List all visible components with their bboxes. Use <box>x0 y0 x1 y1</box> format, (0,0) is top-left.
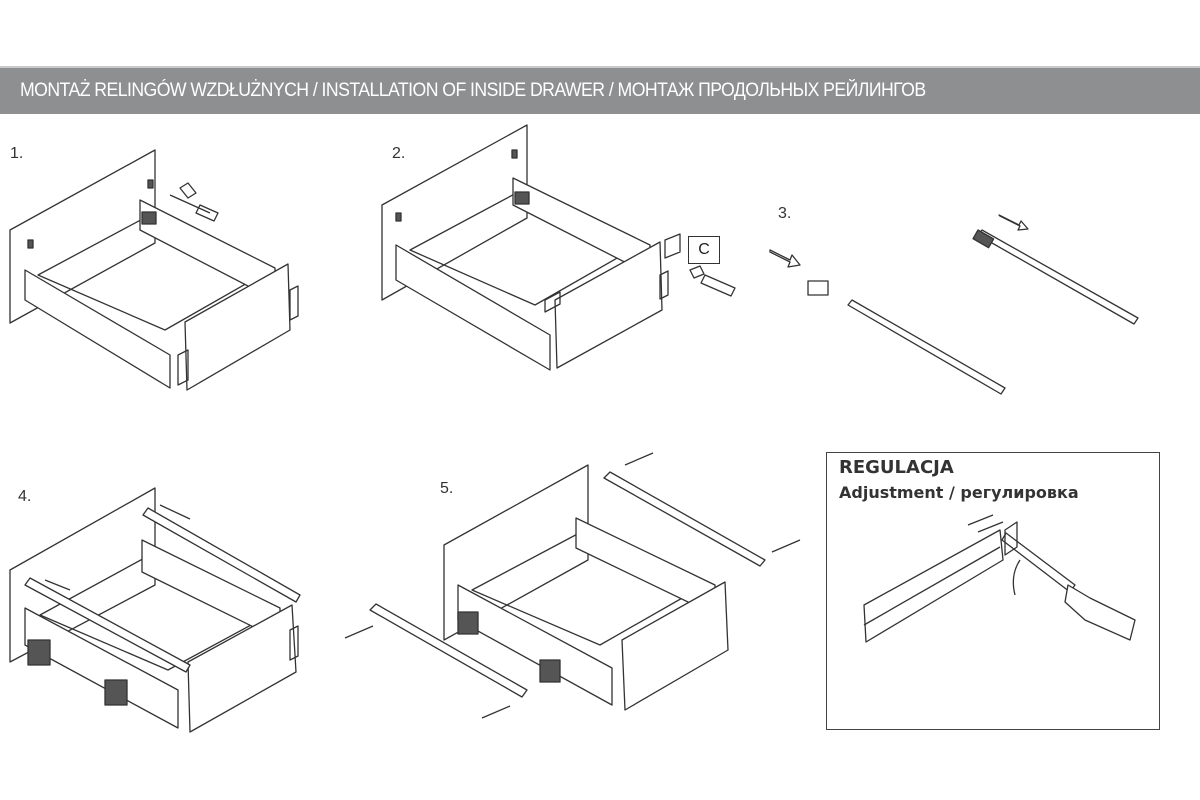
step-2-label: 2. <box>392 145 406 162</box>
header-title: MONTAŻ RELINGÓW WZDŁUŻNYCH / INSTALLATIO… <box>20 80 926 101</box>
step-3-label: 3. <box>778 205 792 222</box>
step1-drawer-illustration <box>9 149 299 391</box>
callout-c: C <box>688 236 720 264</box>
adjustment-title: REGULACJA <box>839 457 954 478</box>
adjustment-panel: REGULACJA Adjustment / регулировка <box>826 452 1160 730</box>
step5-drawer-illustration <box>344 452 801 719</box>
step-1-label: 1. <box>10 145 24 162</box>
adjustment-illustration <box>863 514 1136 643</box>
step3-rails-illustration <box>769 214 1139 395</box>
step-5-label: 5. <box>440 480 454 497</box>
step4-drawer-illustration <box>9 487 301 733</box>
adjustment-subtitle: Adjustment / регулировка <box>839 483 1079 502</box>
header-band: MONTAŻ RELINGÓW WZDŁUŻNYCH / INSTALLATIO… <box>0 66 1200 114</box>
step-4-label: 4. <box>18 488 32 505</box>
step2-drawer-illustration <box>381 124 736 371</box>
